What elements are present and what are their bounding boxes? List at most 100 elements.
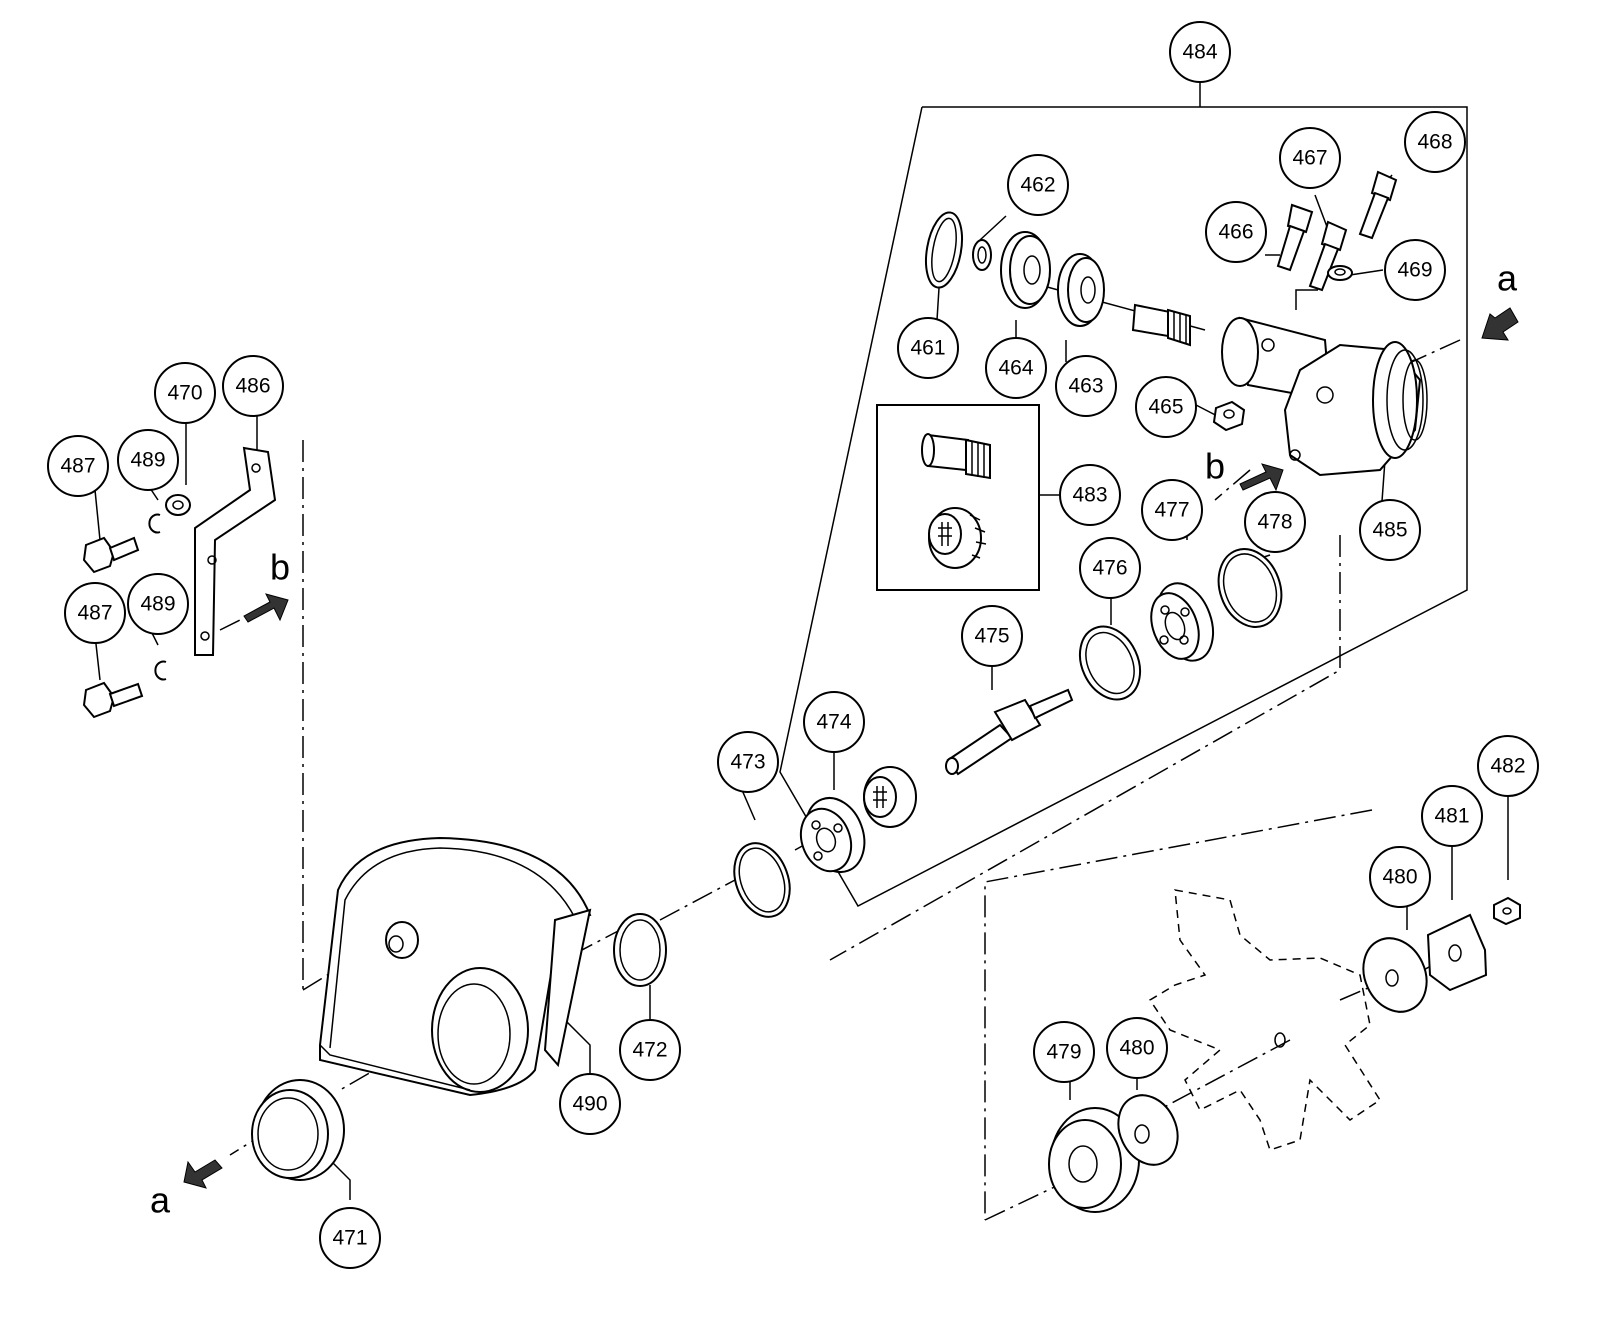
marker-a-top: a [1497, 258, 1518, 299]
callout-486: 486 [222, 355, 284, 417]
callout-476: 476 [1079, 537, 1141, 599]
marker-b-left: b [270, 547, 290, 588]
bolt-487-bottom [82, 681, 144, 719]
callout-480-top: 480 [1369, 846, 1431, 908]
svg-text:473: 473 [730, 751, 765, 774]
callout-489-top: 489 [117, 429, 179, 491]
bearing-464 [1000, 231, 1051, 309]
saw-blade [1148, 889, 1382, 1151]
callout-479: 479 [1033, 1021, 1095, 1083]
lock-washer-489-top [148, 513, 161, 534]
bevel-gear [863, 766, 917, 828]
arrow-a-top-icon [1481, 307, 1519, 341]
callout-474: 474 [803, 691, 865, 753]
flange-479 [1048, 1107, 1140, 1213]
washer-480-bottom [1117, 1094, 1179, 1166]
svg-text:468: 468 [1417, 131, 1452, 154]
callout-473: 473 [717, 731, 779, 793]
bolt-468 [1358, 170, 1398, 240]
callout-484: 484 [1169, 21, 1231, 83]
callout-480-bottom: 480 [1106, 1017, 1168, 1079]
svg-text:476: 476 [1092, 557, 1127, 580]
callout-468: 468 [1404, 111, 1466, 173]
svg-text:480: 480 [1119, 1037, 1154, 1060]
callout-471: 471 [319, 1207, 381, 1269]
bearing-474 [799, 797, 866, 873]
callout-477: 477 [1141, 479, 1203, 541]
svg-text:479: 479 [1046, 1041, 1081, 1064]
svg-text:487: 487 [60, 455, 95, 478]
svg-text:487: 487 [77, 602, 112, 625]
svg-text:482: 482 [1490, 755, 1525, 778]
svg-text:474: 474 [816, 711, 851, 734]
callout-490: 490 [559, 1073, 621, 1135]
callout-472: 472 [619, 1019, 681, 1081]
bolt-487-top [82, 536, 140, 574]
callout-465: 465 [1135, 376, 1197, 438]
ball-bearing-477 [1150, 582, 1215, 662]
washer-462 [972, 239, 992, 271]
svg-text:489: 489 [130, 449, 165, 472]
svg-text:486: 486 [235, 375, 270, 398]
shaft-475 [945, 688, 1074, 776]
svg-text:463: 463 [1068, 375, 1103, 398]
circlip-473 [733, 842, 791, 918]
svg-text:483: 483 [1072, 484, 1107, 507]
svg-text:490: 490 [572, 1093, 607, 1116]
bolt-466 [1276, 203, 1314, 272]
svg-text:470: 470 [167, 382, 202, 405]
callout-478: 478 [1244, 491, 1306, 553]
washer-469 [1327, 265, 1353, 281]
leader-lines [94, 174, 1509, 1200]
callout-481: 481 [1421, 785, 1483, 847]
gear-case-485 [1221, 316, 1428, 477]
callout-466: 466 [1205, 201, 1267, 263]
circlip-478 [1217, 548, 1283, 628]
svg-text:480: 480 [1382, 866, 1417, 889]
nut-465 [1212, 400, 1246, 432]
arrow-a-bottom-icon [183, 1159, 223, 1189]
pinion-shaft [1131, 303, 1191, 347]
callout-482: 482 [1477, 735, 1539, 797]
svg-text:471: 471 [332, 1227, 367, 1250]
callout-487-top: 487 [47, 435, 109, 497]
lock-washer-489-bottom [154, 660, 167, 681]
callout-485: 485 [1359, 499, 1421, 561]
nut-482 [1493, 896, 1521, 926]
svg-text:472: 472 [632, 1039, 667, 1062]
callout-464: 464 [985, 337, 1047, 399]
svg-text:477: 477 [1154, 499, 1189, 522]
callout-487-bottom: 487 [64, 582, 126, 644]
flange-471 [251, 1079, 345, 1181]
seal-ring-476 [1078, 625, 1142, 701]
svg-text:461: 461 [910, 337, 945, 360]
callout-469: 469 [1384, 239, 1446, 301]
svg-text:489: 489 [140, 593, 175, 616]
plate-481 [1426, 913, 1488, 992]
svg-text:469: 469 [1397, 259, 1432, 282]
arrow-b-left-icon [243, 593, 289, 623]
svg-text:484: 484 [1182, 41, 1217, 64]
callout-470: 470 [154, 362, 216, 424]
callout-461: 461 [897, 317, 959, 379]
arrow-b-mid-icon [1239, 463, 1284, 492]
pinion-shaft-icon [921, 433, 991, 480]
washer-480-top [1362, 937, 1428, 1013]
svg-text:464: 464 [998, 357, 1033, 380]
svg-text:478: 478 [1257, 511, 1292, 534]
bracket-486 [194, 446, 277, 656]
svg-text:465: 465 [1148, 396, 1183, 419]
svg-text:475: 475 [974, 625, 1009, 648]
callout-463: 463 [1055, 355, 1117, 417]
svg-text:481: 481 [1434, 805, 1469, 828]
bearing-463 [1057, 253, 1105, 327]
callout-475: 475 [961, 605, 1023, 667]
svg-text:462: 462 [1020, 174, 1055, 197]
svg-text:467: 467 [1292, 147, 1327, 170]
svg-text:466: 466 [1218, 221, 1253, 244]
marker-b-mid: b [1205, 446, 1225, 487]
callout-462: 462 [1007, 154, 1069, 216]
washer-470 [165, 494, 191, 516]
marker-a-bottom: a [150, 1180, 171, 1221]
snap-ring-461 [925, 211, 963, 289]
